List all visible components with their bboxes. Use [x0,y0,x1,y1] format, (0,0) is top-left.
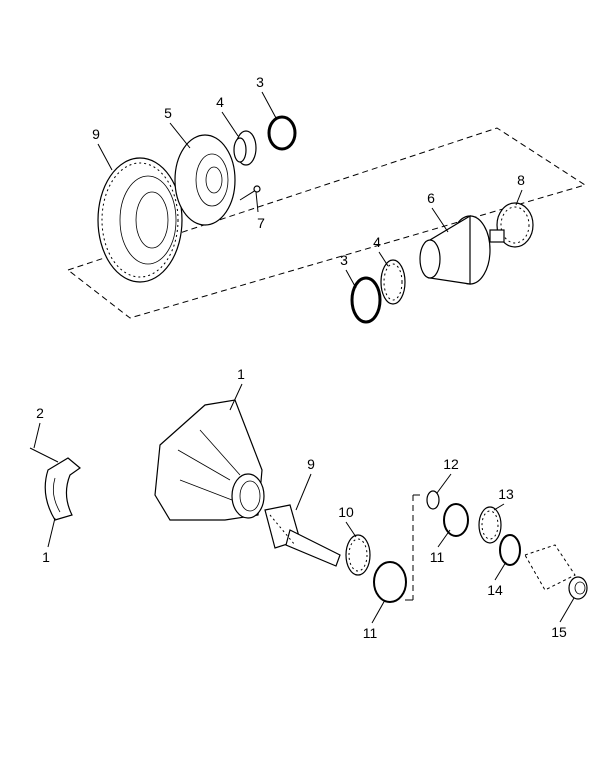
callout-9: 9 [92,126,100,142]
drive-pinion [264,504,341,567]
callout-13: 13 [498,486,514,502]
callout-4: 4 [373,234,381,250]
bearing-cup [443,503,469,537]
bearing-cone [233,130,257,166]
callout-4: 4 [216,94,224,110]
bearing-cap [29,447,81,521]
oil-seal [499,534,521,566]
differential-case-half [174,134,236,226]
ring-gear [97,157,183,283]
bearing-cone [380,259,406,305]
leader-lines [33,91,575,624]
snap-ring [426,490,440,510]
callout-6: 6 [427,190,435,206]
callout-14: 14 [487,582,503,598]
bearing-cup [373,561,407,603]
pinion-bearing [478,506,502,544]
pinion-bearing [345,534,371,576]
callout-3: 3 [340,252,348,268]
callout-9: 9 [307,456,315,472]
callout-2: 2 [36,405,44,421]
pinion-nut [568,576,588,600]
carrier-housing [154,399,265,521]
bearing-cup [267,115,297,151]
callout-10: 10 [338,504,354,520]
callout-12: 12 [443,456,459,472]
callout-3: 3 [256,74,264,90]
bolt [239,185,261,201]
yoke-phantom [524,544,576,591]
callout-1: 1 [237,366,245,382]
group-outline-dashed [66,127,587,319]
callout-11: 11 [430,549,445,565]
callout-1: 1 [42,549,50,565]
callout-8: 8 [517,172,525,188]
callout-7: 7 [257,215,265,231]
callout-15: 15 [551,624,567,640]
bearing-cup [350,276,382,324]
callout-11: 11 [363,625,378,641]
callout-5: 5 [164,105,172,121]
group-bracket-dashed [405,494,420,601]
differential-case [419,214,491,285]
differential-gears [489,202,534,248]
